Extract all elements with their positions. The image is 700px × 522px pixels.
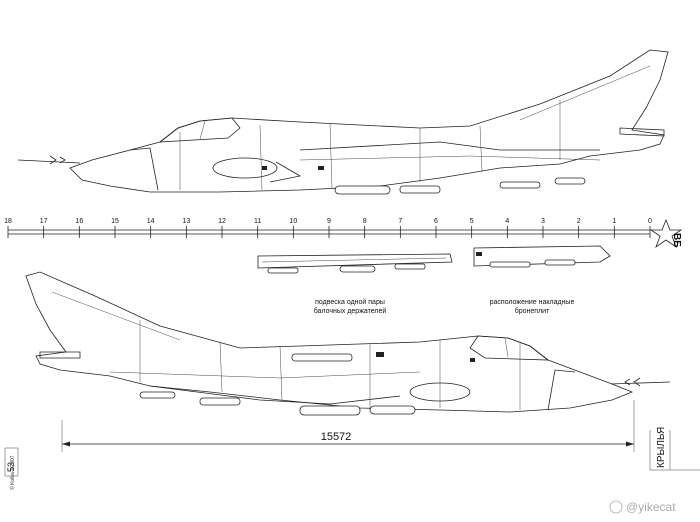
bottom-aircraft-side-view	[25, 271, 671, 416]
author-note: © Kolba 1/2007	[9, 455, 16, 490]
scale-tick-label: 2	[577, 218, 581, 225]
page-number: 53	[6, 462, 16, 472]
length-value: 15572	[321, 431, 352, 443]
scale-tick-label: 9	[327, 218, 331, 225]
vb-logo: ВБ	[649, 218, 683, 249]
scale-tick-label: 4	[505, 218, 509, 225]
length-dimension: 15572	[61, 400, 635, 452]
scale-tick-label: 3	[541, 218, 545, 225]
weibo-icon	[609, 500, 623, 514]
vb-logo-text: ВБ	[671, 233, 682, 247]
scale-tick-label: 15	[111, 218, 119, 225]
scale-tick-label: 7	[398, 218, 402, 225]
scale-tick-label: 5	[470, 218, 474, 225]
scale-tick-label: 0	[648, 218, 652, 225]
scale-tick-label: 11	[254, 218, 261, 225]
armor-plates-inset	[473, 245, 611, 268]
scale-tick-label: 6	[434, 218, 438, 225]
scale-tick-label: 1	[612, 218, 616, 225]
side-label-frame: КРЫЛЬЯ	[649, 427, 700, 471]
scale-tick-label: 18	[4, 218, 12, 225]
scale-tick-label: 17	[40, 218, 48, 225]
top-aircraft-side-view	[17, 49, 669, 195]
scale-tick-label: 10	[289, 218, 297, 225]
pylon-caption-line-2: балочных держателей	[314, 307, 387, 315]
scale-tick-label: 16	[75, 218, 83, 225]
armor-caption-line-1: расположение накладные	[490, 299, 575, 306]
scale-tick-label: 12	[218, 218, 226, 225]
scale-tick-label: 8	[363, 218, 367, 225]
scale-tick-label: 14	[147, 218, 155, 225]
armor-caption-line-2: бронеплит	[515, 307, 550, 315]
pylon-pair-inset	[257, 253, 453, 274]
scale-tick-label: 13	[182, 218, 190, 225]
watermark-text: @yikecat	[626, 500, 676, 514]
side-label: КРЫЛЬЯ	[656, 427, 667, 468]
watermark: @yikecat	[609, 500, 676, 514]
pylon-caption-line-1: подвеска одной пары	[315, 298, 385, 306]
